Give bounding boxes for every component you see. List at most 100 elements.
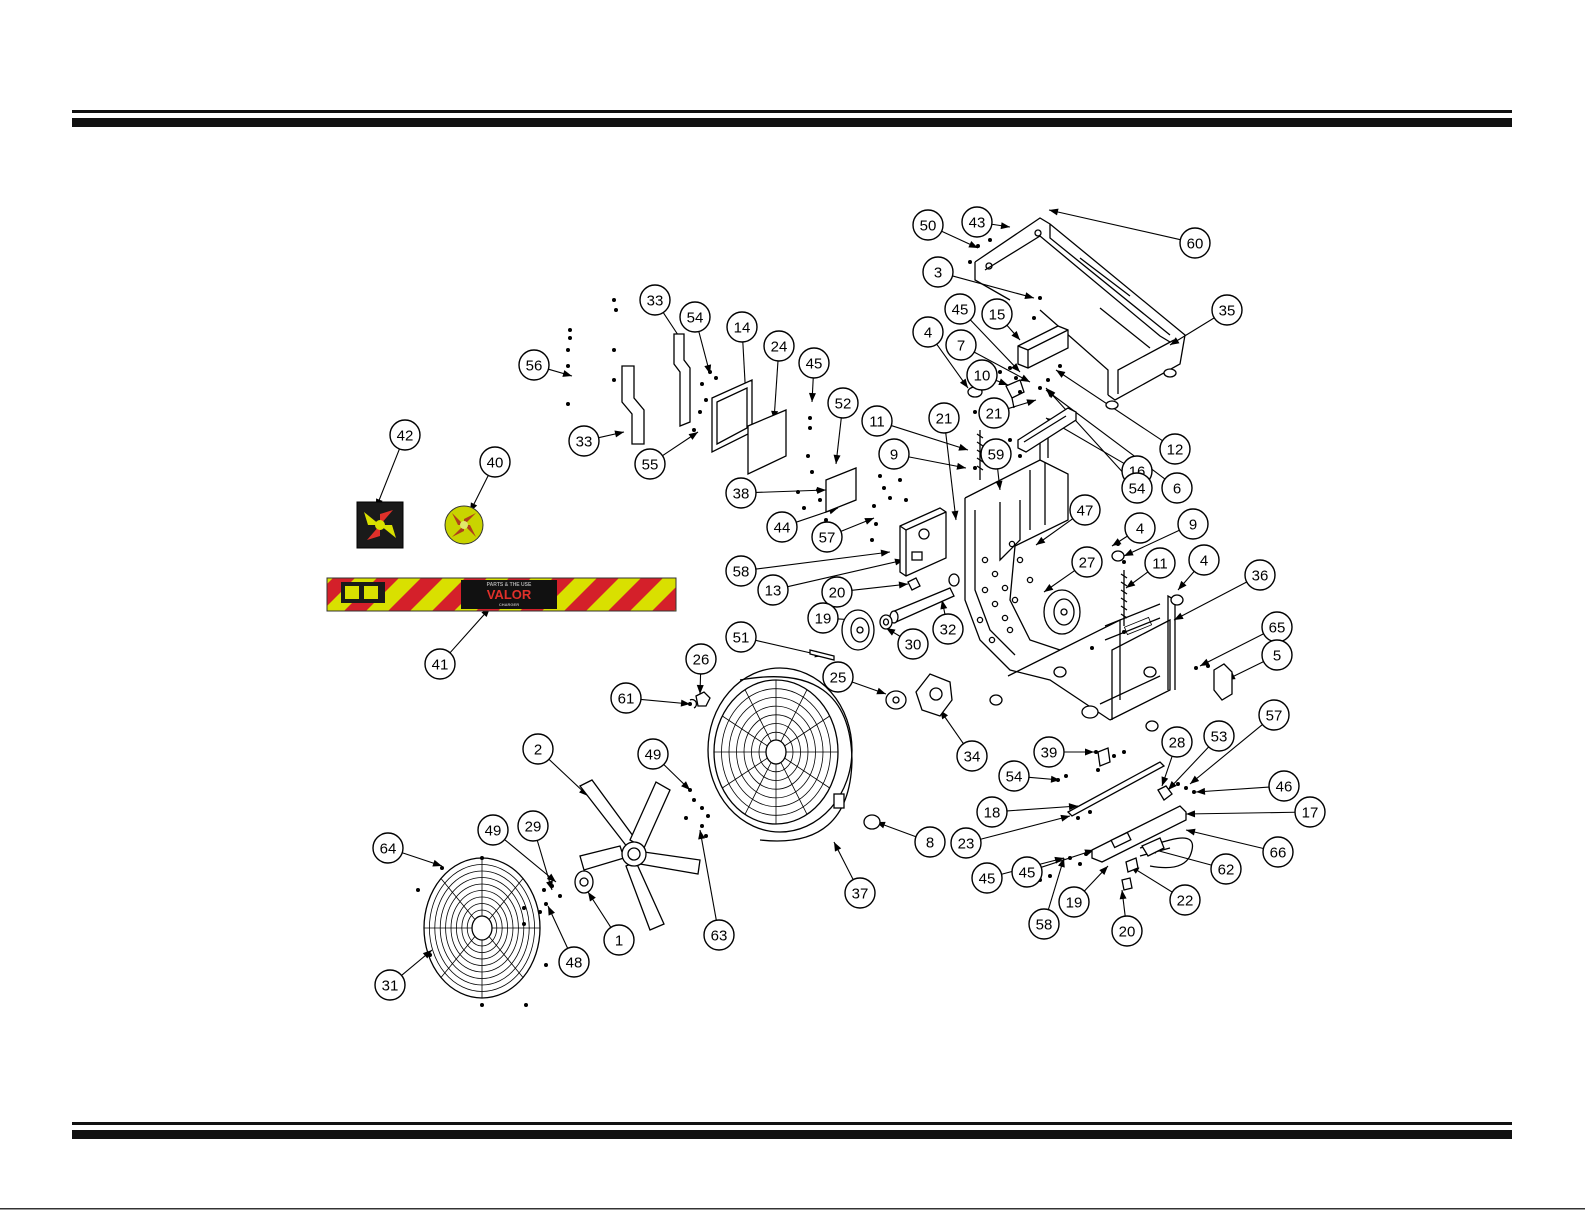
callout-number: 45 — [952, 302, 969, 319]
callout-62: 62 — [1211, 854, 1241, 884]
callout-65: 65 — [1262, 612, 1292, 642]
leader-arrowhead — [1001, 222, 1010, 229]
washer-25 — [886, 691, 906, 709]
washer-8 — [864, 815, 880, 829]
leader-line — [1186, 830, 1263, 849]
leader-line — [1007, 806, 1078, 811]
leader-line — [376, 449, 399, 508]
callout-32: 32 — [933, 614, 963, 644]
callout-57: 57 — [1259, 700, 1289, 730]
callout-number: 54 — [687, 310, 704, 327]
callout-20: 20 — [1112, 916, 1142, 946]
callout-number: 22 — [1177, 893, 1194, 910]
callout-9: 9 — [879, 439, 909, 469]
callout-number: 57 — [1266, 708, 1283, 725]
nut-20-lower — [1122, 878, 1132, 890]
callout-15: 15 — [982, 299, 1012, 329]
callout-51: 51 — [726, 622, 756, 652]
callout-number: 62 — [1218, 862, 1235, 879]
clamp-5 — [1214, 664, 1232, 700]
callout-number: 27 — [1079, 555, 1096, 572]
callout-number: 34 — [964, 749, 981, 766]
callout-number: 4 — [924, 325, 932, 342]
fan-shroud — [708, 668, 852, 841]
callout-6: 6 — [1162, 473, 1192, 503]
callout-number: 55 — [642, 457, 659, 474]
callout-number: 49 — [645, 747, 662, 764]
standoff-39 — [1098, 748, 1110, 766]
callout-35: 35 — [1212, 295, 1242, 325]
leader-line — [756, 490, 826, 492]
leader-line — [450, 608, 490, 653]
callout-number: 11 — [1152, 556, 1168, 573]
leader-arrowhead — [1060, 815, 1070, 822]
callout-54: 54 — [999, 761, 1029, 791]
leader-line — [756, 552, 890, 569]
callout-number: 54 — [1006, 769, 1023, 786]
leader-arrowhead — [588, 892, 596, 901]
callout-24: 24 — [764, 331, 794, 361]
callout-39: 39 — [1034, 737, 1064, 767]
callout-40: 40 — [480, 447, 510, 477]
leader-arrowhead — [881, 550, 890, 557]
callout-41: 41 — [425, 649, 455, 679]
leader-arrowhead — [548, 906, 555, 916]
callout-58: 58 — [1029, 909, 1059, 939]
callout-1: 1 — [604, 925, 634, 955]
callout-number: 15 — [989, 307, 1006, 324]
callout-56: 56 — [519, 350, 549, 380]
leader-arrowhead — [1162, 776, 1169, 786]
callout-52: 52 — [828, 388, 858, 418]
callout-number: 38 — [733, 486, 750, 503]
callout-61: 61 — [611, 683, 641, 713]
callout-number: 53 — [1211, 729, 1228, 746]
callout-48: 48 — [559, 947, 589, 977]
leader-arrowhead — [1026, 399, 1036, 406]
spider-34 — [916, 674, 952, 716]
leader-arrowhead — [562, 370, 572, 377]
callout-number: 17 — [1302, 805, 1319, 822]
callout-28: 28 — [1162, 727, 1192, 757]
callout-number: 49 — [485, 823, 502, 840]
callout-number: 1 — [615, 933, 623, 950]
leader-line — [700, 830, 716, 920]
callout-number: 45 — [1019, 865, 1036, 882]
callout-number: 59 — [988, 447, 1005, 464]
leader-arrowhead — [834, 842, 841, 852]
callout-4: 4 — [1125, 513, 1155, 543]
callout-45: 45 — [945, 294, 975, 324]
wheel-27 — [1044, 590, 1080, 634]
callout-number: 32 — [940, 622, 957, 639]
callout-8: 8 — [915, 827, 945, 857]
callout-19: 19 — [808, 603, 838, 633]
leader-line — [1196, 787, 1269, 792]
callout-26: 26 — [686, 644, 716, 674]
cover-38 — [826, 468, 856, 512]
bolt-11-right — [1121, 570, 1127, 626]
callout-3: 3 — [923, 257, 953, 287]
banner-brand: VALOR — [487, 587, 532, 602]
washer-30 — [880, 615, 892, 629]
callout-44: 44 — [767, 512, 797, 542]
callout-number: 54 — [1129, 481, 1146, 498]
leader-arrowhead — [698, 830, 705, 839]
callout-33: 33 — [569, 426, 599, 456]
hub-cap — [949, 574, 959, 586]
callout-17: 17 — [1295, 797, 1325, 827]
callout-number: 13 — [765, 583, 782, 600]
callout-7: 7 — [946, 330, 976, 360]
callout-number: 48 — [566, 955, 583, 972]
leader-arrowhead — [614, 431, 624, 438]
callout-4: 4 — [913, 317, 943, 347]
leader-arrowhead — [958, 444, 968, 451]
callout-31: 31 — [375, 970, 405, 1000]
callout-number: 8 — [926, 835, 934, 852]
callout-38: 38 — [726, 478, 756, 508]
callout-number: 21 — [986, 406, 1003, 423]
callout-number: 9 — [890, 447, 898, 464]
callout-43: 43 — [962, 207, 992, 237]
leader-line — [1049, 210, 1180, 240]
leader-arrowhead — [1126, 580, 1135, 588]
callout-number: 28 — [1169, 735, 1186, 752]
callout-46: 46 — [1269, 771, 1299, 801]
